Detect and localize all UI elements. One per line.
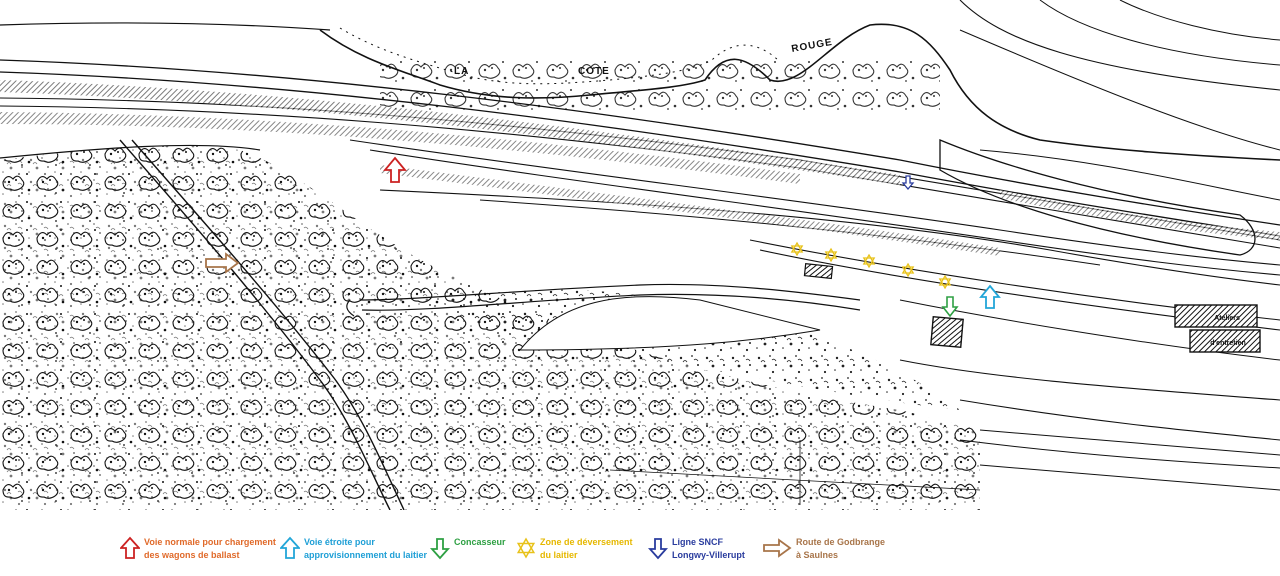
road-godbrange-saulnes: [0, 139, 861, 510]
legend-item-concasseur: Concasseur: [430, 536, 506, 560]
workshop-building-2: [1189, 329, 1261, 353]
legend-arrow-down-icon: [648, 538, 668, 560]
marker-ligne-sncf-arrow-down-icon: [901, 175, 915, 191]
legend-star-icon: [516, 537, 536, 559]
map-label-cote: COTE: [578, 66, 610, 77]
marker-voie-etroite-arrow-up-icon: [979, 284, 1001, 309]
legend-item-voie-normale: Voie normale pour chargement des wagons …: [120, 536, 276, 562]
legend-item-voie-etroite: Voie étroite pour approvisionnement du l…: [280, 536, 427, 562]
marker-concasseur-arrow-down-icon: [941, 296, 959, 318]
legend-arrow-up-icon: [280, 536, 300, 559]
vegetation-area: [0, 145, 980, 510]
legend-label: Route de Godbrange à Saulnes: [796, 537, 886, 560]
legend-arrow-up-icon: [120, 536, 140, 559]
marker-zone-deversement-star-icon: [790, 241, 952, 290]
marker-voie-normale-arrow-up-icon: [383, 156, 407, 183]
workshop-building-1: [1174, 304, 1258, 328]
crusher-building: [930, 315, 964, 349]
hillside-area: [0, 0, 1280, 170]
small-building: [803, 263, 834, 280]
legend-label: Zone de déversement du laitier: [540, 537, 633, 560]
legend-label: Voie normale pour chargement des wagons …: [144, 537, 276, 560]
map-markers: [205, 156, 1001, 318]
workshop-label: Ateliers d'entretien: [1210, 315, 1246, 347]
marker-route-arrow-right-icon: [205, 252, 240, 274]
legend-label: Concasseur: [454, 537, 506, 547]
legend-label: Voie étroite pour approvisionnement du l…: [304, 537, 428, 560]
legend-item-zone-deversement: Zone de déversement du laitier: [516, 536, 633, 562]
legend-arrow-right-icon: [763, 538, 792, 558]
railway-site-map: Ateliers d'entretien LA COTE ROUGE: [0, 0, 1280, 510]
legend-label: Ligne SNCF Longwy-Villerupt: [672, 537, 745, 560]
legend-arrow-down-icon: [430, 538, 450, 560]
lower-plain: [609, 429, 1280, 505]
map-legend: Voie normale pour chargement des wagons …: [0, 510, 1280, 576]
map-label-la: LA: [454, 66, 469, 77]
legend-item-route: Route de Godbrange à Saulnes: [762, 536, 885, 562]
embankments: [0, 80, 1280, 256]
legend-item-ligne-sncf: Ligne SNCF Longwy-Villerupt: [648, 536, 745, 562]
buildings: Ateliers d'entretien: [803, 263, 1261, 353]
